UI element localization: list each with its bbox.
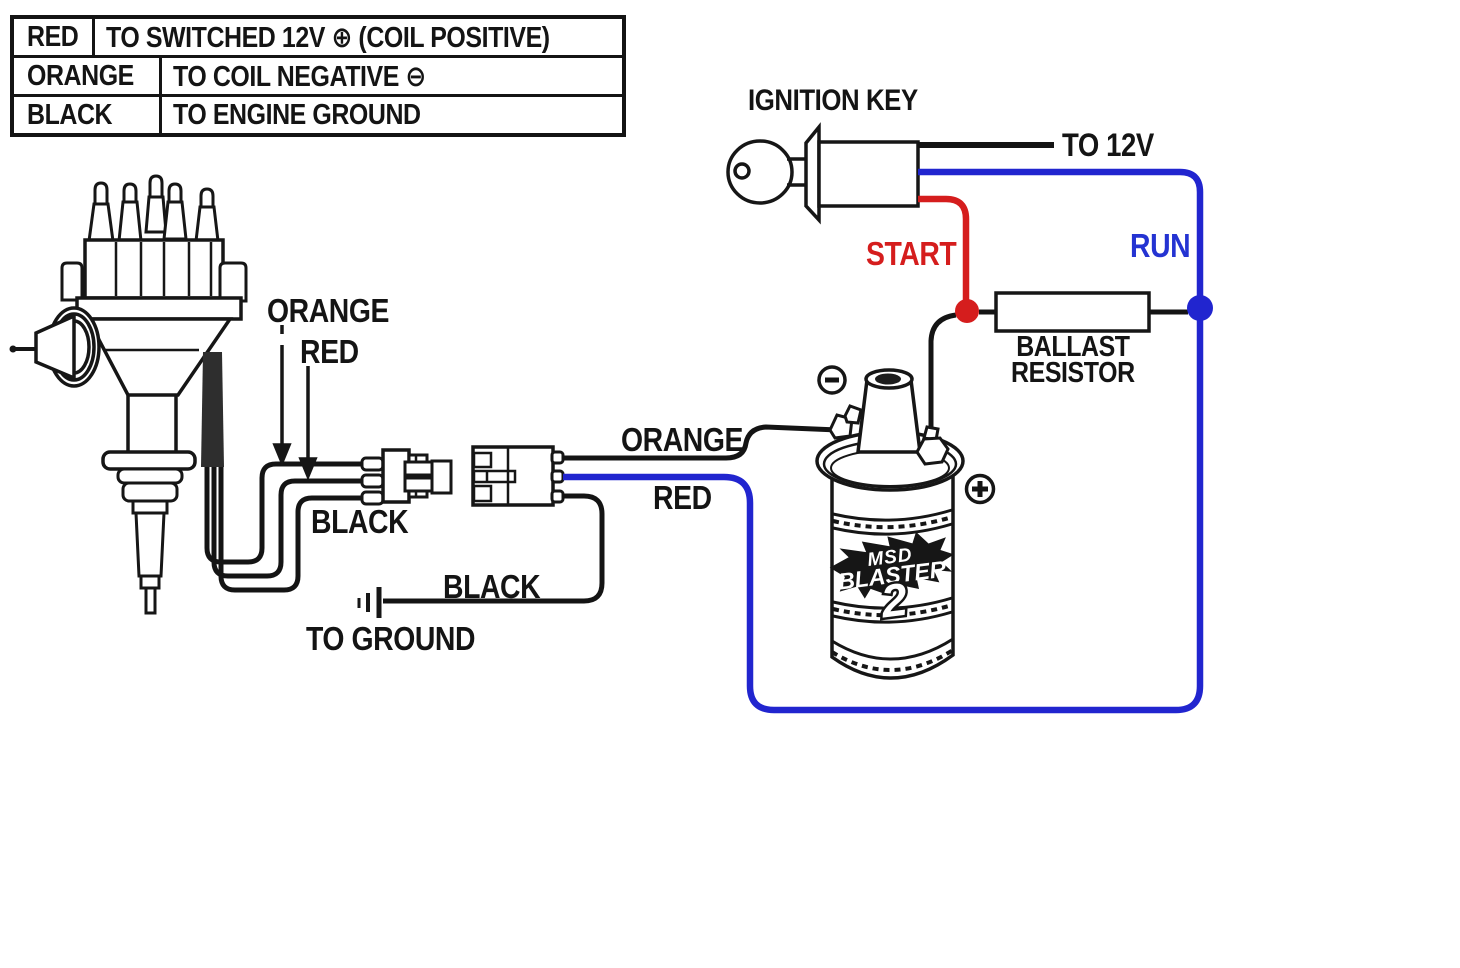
start-junction-dot: [955, 299, 979, 323]
distributor-orange-label: ORANGE: [267, 292, 389, 329]
distributor-red-wire: [211, 467, 366, 579]
legend-wire-desc: TO COIL NEGATIVE ⊖: [173, 60, 426, 93]
ballast-label-line1: BALLAST: [1016, 331, 1130, 363]
ignition-key-label: IGNITION KEY: [748, 84, 918, 117]
coil-red-label: RED: [653, 479, 712, 516]
run-junction-dot: [1187, 295, 1213, 321]
coil-tower: [856, 378, 922, 454]
legend-wire-name: ORANGE: [27, 59, 134, 92]
legend-row-red: RED TO SWITCHED 12V ⊕ (COIL POSITIVE): [14, 19, 622, 58]
to-12v-label: TO 12V: [1062, 127, 1154, 163]
distributor-black-label: BLACK: [311, 503, 409, 540]
vacuum-advance: [9, 306, 101, 388]
wire-connector-pair: [360, 445, 565, 507]
ballast-resistor: [994, 291, 1151, 333]
legend-wire-desc: TO SWITCHED 12V ⊕ (COIL POSITIVE): [106, 21, 550, 54]
legend-row-black: BLACK TO ENGINE GROUND: [14, 97, 622, 133]
key-hole: [733, 162, 751, 180]
coil-positive-wire: [928, 312, 957, 445]
key-head: [726, 139, 794, 205]
start-label: START: [866, 235, 957, 272]
ground-symbol: [357, 587, 382, 618]
legend-row-orange: ORANGE TO COIL NEGATIVE ⊖: [14, 58, 622, 97]
distributor-orange-wire: [204, 461, 366, 565]
orange-arrow-head: [272, 443, 292, 467]
red-to-run-wire: [563, 320, 1204, 714]
distributor-black-wire: [218, 467, 366, 593]
ground-wire: [383, 493, 605, 604]
cap-clip-left: [60, 261, 84, 302]
plus-badge: [964, 473, 996, 505]
harness-loom: [201, 352, 224, 467]
run-label: RUN: [1130, 227, 1191, 264]
legend-wire-desc: TO ENGINE GROUND: [173, 98, 421, 131]
distributor: [9, 174, 248, 615]
ignition-coil: MSD BLASTER 2: [563, 365, 996, 680]
cap-clip-right: [218, 261, 248, 303]
coil-orange-label: ORANGE: [621, 421, 743, 458]
legend-wire-name: BLACK: [27, 98, 113, 131]
distributor-cap: [83, 238, 225, 300]
switch-bezel: [804, 122, 821, 225]
ignition-switch: [726, 122, 920, 225]
red-arrow-head: [298, 457, 318, 481]
distributor-shaft: [134, 511, 166, 578]
connector-female: [471, 445, 555, 507]
distributor-red-label: RED: [300, 333, 359, 370]
distributor-cap-towers: [87, 174, 220, 243]
wire-label-arrows: [272, 325, 318, 481]
ground-black-label: BLACK: [443, 568, 541, 605]
switch-body: [817, 140, 920, 208]
wire-color-legend: RED TO SWITCHED 12V ⊕ (COIL POSITIVE) OR…: [10, 15, 626, 137]
ballast-label-line2: RESISTOR: [1011, 357, 1135, 389]
coil-negative-wire: [563, 424, 839, 461]
minus-badge: [817, 365, 847, 395]
legend-wire-name: RED: [27, 20, 79, 53]
to-ground-label: TO GROUND: [306, 620, 476, 657]
distributor-wires: [204, 461, 366, 593]
distributor-housing: [85, 317, 234, 397]
run-wire: [918, 168, 1204, 296]
coil-positive-terminal: [915, 436, 950, 466]
start-wire: [918, 195, 970, 301]
coil-logo: MSD BLASTER 2: [829, 531, 955, 630]
